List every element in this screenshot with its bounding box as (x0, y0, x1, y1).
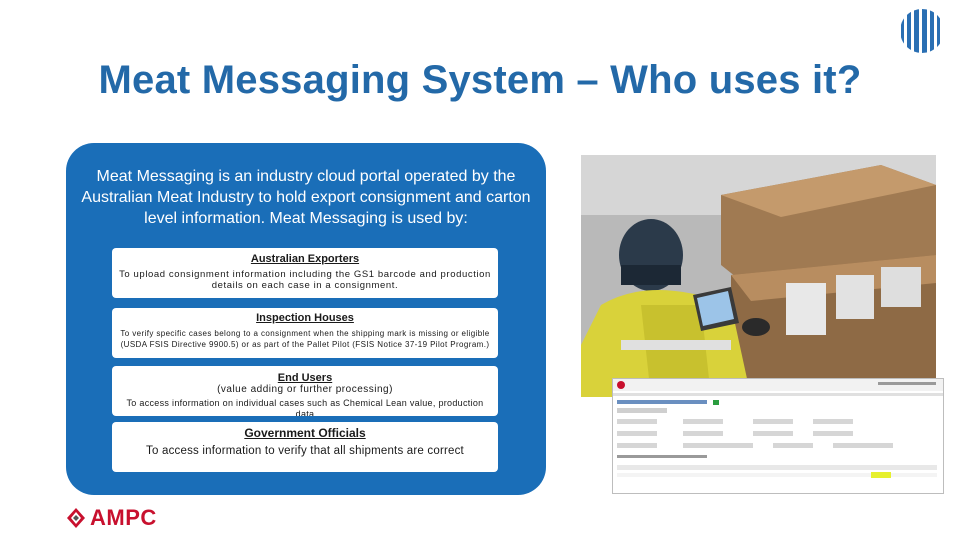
ampc-logo-text: AMPC (90, 505, 157, 530)
user-card-heading: Inspection Houses (256, 312, 354, 324)
user-card-text: To verify specific cases belong to a con… (120, 329, 490, 349)
ampc-diamond-icon (67, 508, 85, 528)
user-card-exporters: Australian Exporters To upload consignme… (112, 248, 498, 298)
user-card-subheading: (value adding or further processing) (217, 384, 393, 395)
user-card-text: To upload consignment information includ… (119, 269, 491, 291)
user-card-heading: Government Officials (244, 426, 366, 440)
warehouse-worker-photo (581, 155, 936, 397)
ampc-logo: AMPC (66, 504, 157, 532)
user-card-inspection-houses: Inspection Houses To verify specific cas… (112, 308, 498, 358)
user-card-heading: End Users (277, 372, 333, 384)
user-card-text: To access information on individual case… (126, 398, 484, 416)
slide-title: Meat Messaging System – Who uses it? (98, 58, 862, 102)
user-card-heading: Australian Exporters (250, 253, 360, 265)
user-card-end-users: End Users (value adding or further proce… (112, 366, 498, 416)
globe-icon (900, 9, 944, 53)
user-card-government-officials: Government Officials To access informati… (112, 422, 498, 472)
intro-text: Meat Messaging is an industry cloud port… (81, 168, 531, 227)
meat-messaging-web-portal-screenshot (612, 378, 944, 494)
user-card-text: To access information to verify that all… (146, 445, 464, 457)
